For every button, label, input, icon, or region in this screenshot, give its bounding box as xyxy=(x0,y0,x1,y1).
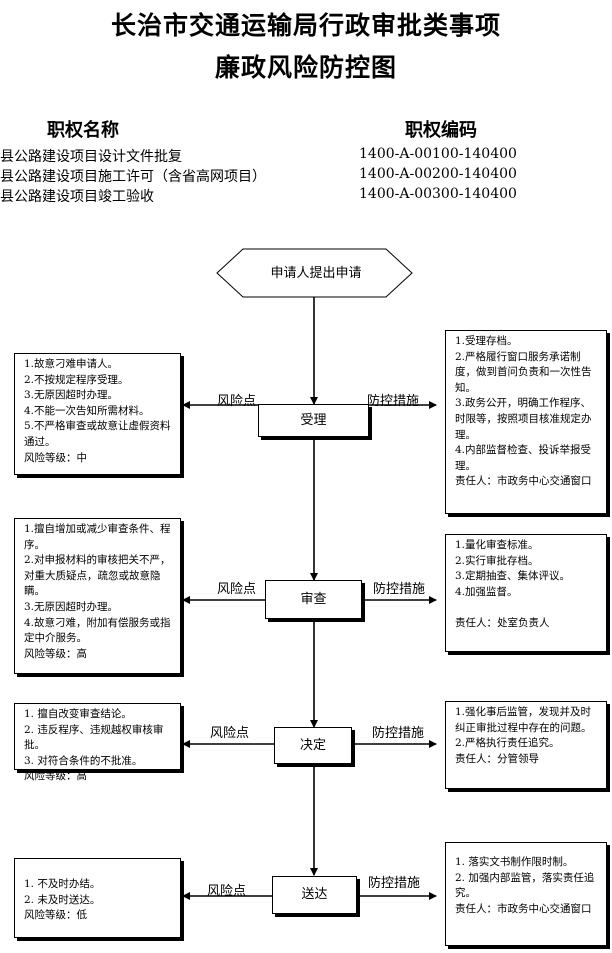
risk-level: 风险等级：高 xyxy=(24,770,87,783)
authority-code: 1400-A-00200-140400 xyxy=(359,166,517,182)
responsible-person: 责任人：市政务中心交通窗口 xyxy=(455,902,592,915)
step-decision: 决定 xyxy=(274,727,352,764)
measure-item: 3.政务公开，明确工作程序、时限等，按照项目核准规定办理。 xyxy=(455,397,592,441)
risk-label: 风险点 xyxy=(217,582,257,597)
measure-label: 防控措施 xyxy=(372,726,425,741)
measure-box-accept: 1.受理存档。 2.严格履行窗口服务承诺制度，做到首问负责和一次性告知。 3.政… xyxy=(445,330,607,514)
measure-box-decision: 1.强化事后监管，发现并及时纠正审批过程中存在的问题。 2.严格执行责任追究。 … xyxy=(445,701,607,789)
measure-label: 防控措施 xyxy=(368,876,421,891)
start-hexagon xyxy=(216,248,413,298)
risk-item: 3.无原因超时办理。 xyxy=(24,600,119,613)
risk-item: 2.对申报材料的审核把关不严，对重大质疑点，疏忽或故意隐瞒。 xyxy=(24,554,171,598)
authority-name: 县公路建设项目施工许可（含省高网项目） xyxy=(0,169,266,185)
step-delivery: 送达 xyxy=(272,876,357,914)
risk-label: 风险点 xyxy=(217,394,257,409)
risk-item: 2. 违反程序、违规越权审核审批。 xyxy=(24,723,164,752)
risk-item: 1. 不及时办结。 xyxy=(24,878,101,890)
risk-item: 1. 擅自改变审查结论。 xyxy=(24,708,132,720)
measure-item: 2.严格履行窗口服务承诺制度，做到首问负责和一次性告知。 xyxy=(455,350,592,394)
risk-item: 4.故意刁难，附加有偿服务或指定中介服务。 xyxy=(24,616,171,645)
step-label: 决定 xyxy=(299,738,326,753)
risk-box-accept: 1.故意刁难申请人。 2.不按规定程序受理。 3.无原因超时办理。 4.不能一次… xyxy=(14,353,181,475)
risk-item: 4.不能一次告知所需材料。 xyxy=(24,404,150,417)
risk-box-review: 1.擅自增加或减少审查条件、程序。 2.对申报材料的审核把关不严，对重大质疑点，… xyxy=(14,518,181,674)
measure-box-delivery: 1. 落实文书制作限时制。 2. 加强内部监管，落实责任追究。 责任人：市政务中… xyxy=(445,842,607,946)
responsible-person: 责任人：市政务中心交通窗口 xyxy=(455,475,592,488)
risk-item: 3.无原因超时办理。 xyxy=(24,389,119,402)
authority-code: 1400-A-00300-140400 xyxy=(359,186,517,202)
measure-label: 防控措施 xyxy=(367,394,420,409)
authority-code: 1400-A-00100-140400 xyxy=(359,146,517,162)
start-node-label: 申请人提出申请 xyxy=(270,266,362,281)
spacer xyxy=(455,600,600,616)
risk-box-decision: 1. 擅自改变审查结论。 2. 违反程序、违规越权审核审批。 3. 对符合条件的… xyxy=(14,703,181,782)
risk-level: 风险等级：高 xyxy=(24,647,87,660)
step-label: 受理 xyxy=(300,413,327,428)
authority-name: 县公路建设项目设计文件批复 xyxy=(0,149,182,165)
risk-item: 1.擅自增加或减少审查条件、程序。 xyxy=(24,523,171,551)
table-row: 县公路建设项目设计文件批复 1400-A-00100-140400 xyxy=(0,146,612,166)
responsible-person: 责任人：处室负责人 xyxy=(455,616,550,629)
measure-item: 4.加强监督。 xyxy=(455,585,518,598)
risk-item: 3. 对符合条件的不批准。 xyxy=(24,754,143,767)
measure-label: 防控措施 xyxy=(373,582,426,597)
measure-item: 2.实行审批存档。 xyxy=(455,554,539,567)
responsible-person: 责任人：分管领导 xyxy=(455,752,539,765)
measure-item: 1.强化事后监管，发现并及时纠正审批过程中存在的问题。 xyxy=(455,706,592,734)
measure-item: 2.严格执行责任追究。 xyxy=(455,737,560,750)
risk-label: 风险点 xyxy=(207,884,247,899)
measure-item: 1. 落实文书制作限时制。 xyxy=(455,856,574,868)
risk-level: 风险等级：中 xyxy=(24,451,87,464)
step-label: 送达 xyxy=(301,887,328,902)
risk-level: 风险等级：低 xyxy=(24,909,87,922)
step-accept: 受理 xyxy=(258,404,369,437)
measure-item: 1.受理存档。 xyxy=(455,335,518,347)
risk-item: 2.不按规定程序受理。 xyxy=(24,373,129,386)
step-review: 审查 xyxy=(265,580,362,619)
measure-box-review: 1.量化审查标准。 2.实行审批存档。 3.定期抽查、集体评议。 4.加强监督。… xyxy=(445,534,607,652)
measure-item: 2. 加强内部监管，落实责任追究。 xyxy=(455,871,595,900)
measure-item: 1.量化审查标准。 xyxy=(455,539,539,551)
risk-item: 2. 未及时送达。 xyxy=(24,893,101,906)
table-row: 县公路建设项目施工许可（含省高网项目） 1400-A-00200-140400 xyxy=(0,166,612,186)
measure-item: 4.内部监督检查、投诉举报受理。 xyxy=(455,444,592,472)
header-code: 职权编码 xyxy=(405,120,477,141)
measure-item: 3.定期抽查、集体评议。 xyxy=(455,570,571,583)
step-label: 审查 xyxy=(300,592,327,607)
authority-table: 县公路建设项目设计文件批复 1400-A-00100-140400 县公路建设项… xyxy=(0,146,612,206)
table-row: 县公路建设项目竣工验收 1400-A-00300-140400 xyxy=(0,186,612,206)
risk-box-delivery: 1. 不及时办结。 2. 未及时送达。 风险等级：低 xyxy=(14,858,181,938)
risk-label: 风险点 xyxy=(210,726,250,741)
header-name: 职权名称 xyxy=(47,120,119,141)
risk-item: 1.故意刁难申请人。 xyxy=(24,358,119,370)
title-line-1: 长治市交通运输局行政审批类事项 xyxy=(110,11,501,40)
risk-item: 5.不严格审查或故意让虚假资料通过。 xyxy=(24,420,171,448)
authority-name: 县公路建设项目竣工验收 xyxy=(0,189,154,205)
title-line-2: 廉政风险防控图 xyxy=(214,53,397,82)
